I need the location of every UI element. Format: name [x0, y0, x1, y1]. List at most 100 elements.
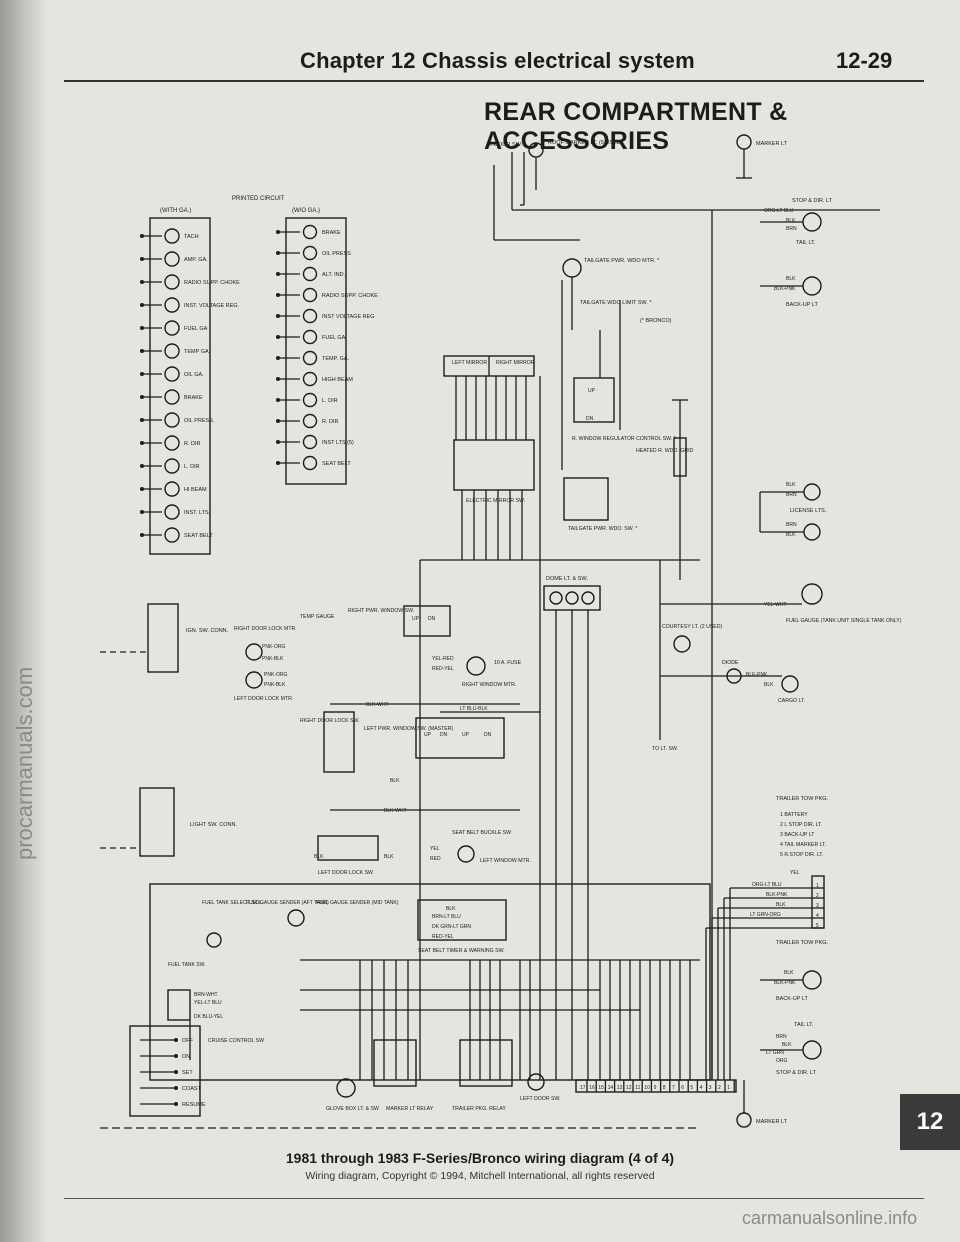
- svg-text:DN: DN: [428, 616, 436, 622]
- seat-belt-buckle-label: SEAT BELT BUCKLE SW: [452, 830, 511, 836]
- connector-pin-number: 1: [727, 1085, 730, 1091]
- trailer-item: 2 L STOP DIR. LT.: [780, 822, 822, 828]
- svg-text:DK BLU-YEL: DK BLU-YEL: [194, 1014, 223, 1020]
- cruise-control-switch: [129, 1025, 201, 1117]
- cluster-indicator-icon: [302, 245, 318, 261]
- svg-text:DK GRN-LT GRN: DK GRN-LT GRN: [432, 924, 471, 930]
- svg-text:BLK: BLK: [446, 906, 456, 912]
- connector-pin-number: 16: [589, 1085, 595, 1091]
- chapter-tab: 12: [900, 1094, 960, 1150]
- left-pwr-window-master-switch: [415, 717, 505, 759]
- trailer-item: 1 BATTERY: [780, 812, 808, 818]
- connector-pin-number: 14: [608, 1085, 614, 1091]
- roof-marker-label: ROOF MARKER LT. (5 USED): [548, 140, 623, 146]
- license-lamps-group: BLK BRN BRN BLK LICENSE LTS.: [759, 482, 827, 541]
- figure-caption: 1981 through 1983 F-Series/Bronco wiring…: [285, 1150, 675, 1166]
- heated-grid-element: [673, 437, 687, 477]
- cruise-state-label: ON: [182, 1054, 190, 1060]
- svg-text:DN: DN: [586, 416, 594, 422]
- marker-relay-label: MARKER LT RELAY: [386, 1106, 434, 1112]
- left-mirror-label: LEFT MIRROR: [452, 360, 487, 366]
- cluster-item-label: R. DIR: [184, 441, 201, 447]
- svg-text:BLK: BLK: [786, 276, 796, 282]
- cruise-state-label: SET: [182, 1070, 193, 1076]
- svg-text:ORG-LT BLU: ORG-LT BLU: [752, 882, 782, 888]
- trailer-item: 3 BACK-UP LT: [780, 832, 815, 838]
- seat-belt-timer-module: [417, 899, 507, 941]
- fuel-gauge-tank-unit-icon: [801, 583, 823, 605]
- cluster-item-label: SEAT BELT: [322, 461, 351, 467]
- cluster-without-ga-board: [285, 217, 347, 485]
- tailgate-limit-label: TAILGATE WDO LIMIT SW. *: [580, 300, 652, 306]
- cluster-item-label: BRAKE: [184, 395, 203, 401]
- right-pwr-window-switch: [403, 605, 451, 637]
- trailer-relay: [459, 1039, 513, 1087]
- relay-group: GLOVE BOX LT. & SW MARKER LT RELAY TRAIL…: [100, 1039, 700, 1129]
- marker-lt-label: MARKER LT: [756, 141, 788, 147]
- svg-text:BLK-PNK: BLK-PNK: [766, 892, 788, 898]
- left-window-mtr-label: LEFT WINDOW MTR.: [480, 858, 531, 864]
- license-lamp-upper-icon: [803, 483, 821, 501]
- with-ga-label: (WITH GA.): [160, 208, 191, 214]
- r-window-control-label: R. WINDOW REGULATOR CONTROL SW. *: [572, 436, 676, 442]
- cluster-indicator-icon: [302, 308, 318, 324]
- footer-divider: [64, 1198, 924, 1199]
- trailer-pin-number: 2: [816, 893, 819, 899]
- right-mirror-label: RIGHT MIRROR: [496, 360, 535, 366]
- glove-box-lamp-icon: [336, 1078, 356, 1098]
- svg-text:BRN: BRN: [786, 492, 797, 498]
- electric-mirror-label: ELECTRIC MIRROR SW.: [466, 498, 525, 504]
- connector-pin-number: 2: [718, 1085, 721, 1091]
- roof-marker-group: R. DOOR SW. ROOF MARKER LT. (5 USED): [487, 140, 880, 241]
- svg-text:BLK: BLK: [776, 902, 786, 908]
- cluster-indicator-icon: [164, 458, 180, 474]
- cluster-item-label: INST. LTS.: [184, 510, 211, 516]
- side-watermark: procarmanuals.com: [12, 666, 37, 860]
- dome-lt-group: DOME LT. & SW.: [543, 576, 601, 1080]
- cluster-indicator-icon: [164, 343, 180, 359]
- lower-right-lamps: BLK BLK-PNK BACK-UP LT TAIL LT. BRN BLK …: [736, 970, 822, 1128]
- svg-text:BLK: BLK: [786, 482, 796, 488]
- cluster-item-label: INST VOLTAGE REG: [322, 314, 375, 320]
- svg-text:YEL-RED: YEL-RED: [432, 656, 454, 662]
- svg-text:BLK: BLK: [786, 532, 796, 538]
- courtesy-lamp-icon: [673, 635, 691, 653]
- svg-text:UP: UP: [424, 732, 432, 738]
- connector-pin-number: 9: [654, 1085, 657, 1091]
- svg-text:TAIL LT.: TAIL LT.: [794, 1022, 814, 1028]
- lower-marker-lamp-icon: [736, 1112, 752, 1128]
- fuel-sender-aft-icon: [287, 909, 305, 927]
- connector-pin-number: 4: [700, 1085, 703, 1091]
- svg-text:LT GRN: LT GRN: [766, 1050, 784, 1056]
- header-divider: [64, 80, 924, 82]
- right-door-lock-motor-icon: [245, 643, 263, 661]
- svg-text:YEL: YEL: [790, 870, 800, 876]
- license-lts-label: LICENSE LTS.: [790, 508, 827, 514]
- cruise-state-label: OFF: [182, 1038, 194, 1044]
- right-door-lock-switch: [323, 711, 355, 773]
- backup-lt-label: BACK-UP LT: [786, 302, 819, 308]
- r-door-sw-label: R. DOOR SW.: [487, 142, 523, 148]
- temp-gauge-label: TEMP GAUGE: [300, 614, 335, 620]
- svg-text:BLK-WHT: BLK-WHT: [366, 702, 389, 708]
- svg-text:DN: DN: [484, 732, 492, 738]
- svg-text:UP: UP: [462, 732, 470, 738]
- trailer-pin-number: 5: [816, 923, 819, 929]
- svg-text:BRN: BRN: [776, 1034, 787, 1040]
- fuel-sender-mid-label: FUEL GAUGE SENDER (MID TANK): [316, 900, 399, 906]
- tailgate-motor-label: TAILGATE PWR. WDO MTR. *: [584, 258, 660, 264]
- connector-pin-number: 8: [663, 1085, 666, 1091]
- svg-text:BLK: BLK: [764, 682, 774, 688]
- svg-text:ORG-LT BLU: ORG-LT BLU: [764, 208, 794, 214]
- cluster-indicator-icon: [302, 434, 318, 450]
- svg-text:PNK-BLK: PNK-BLK: [264, 682, 286, 688]
- svg-text:BLK: BLK: [384, 854, 394, 860]
- trailer-item: 5 R.STOP DIR. LT.: [780, 852, 823, 858]
- cluster-item-label: ALT. IND.: [322, 272, 346, 278]
- svg-text:ORG: ORG: [776, 1058, 788, 1064]
- connector-pin-number: 12: [626, 1085, 632, 1091]
- harness-connector-body: [575, 1079, 737, 1093]
